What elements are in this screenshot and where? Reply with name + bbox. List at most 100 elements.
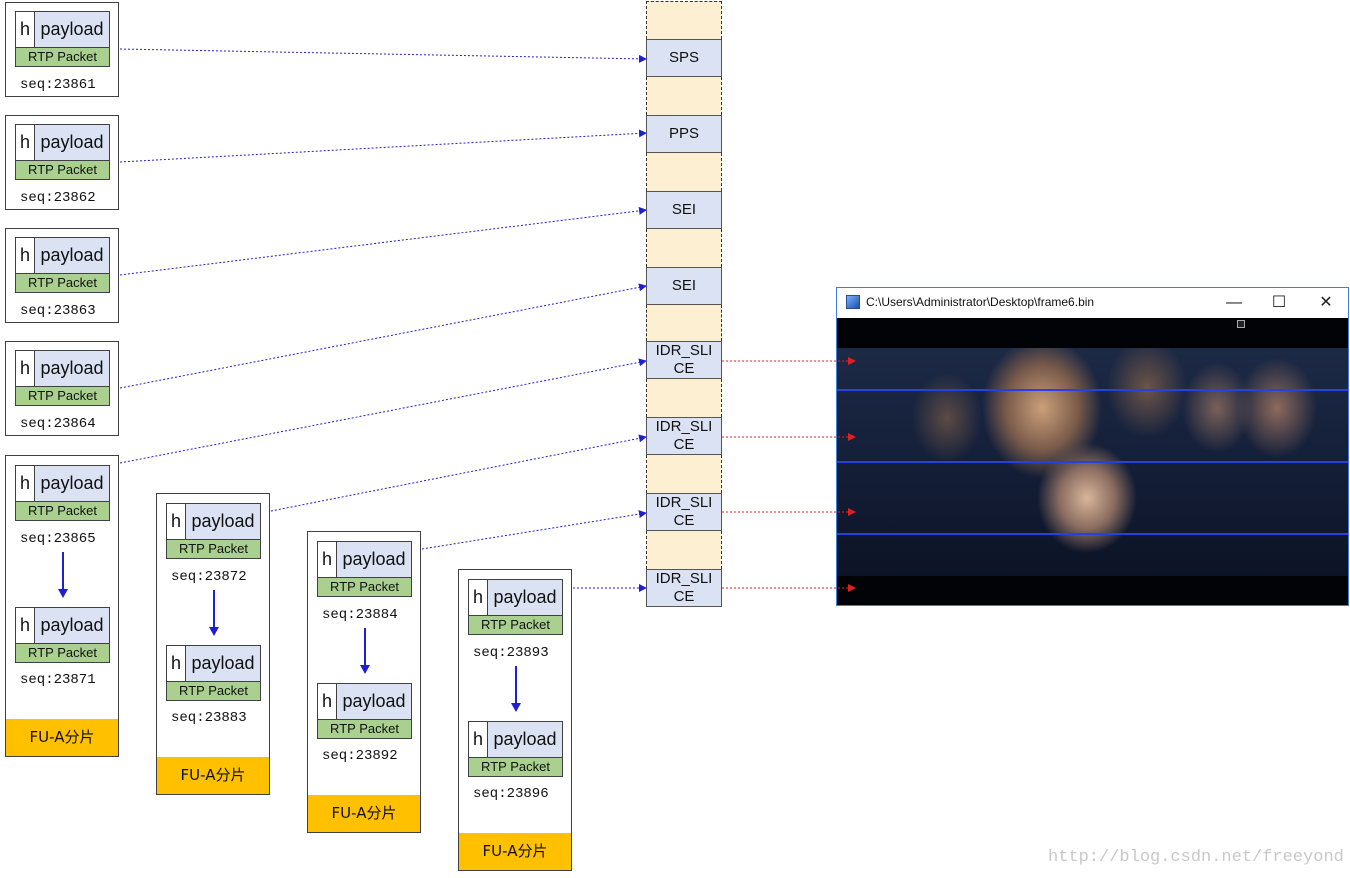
seq-label: seq:23865 xyxy=(20,531,96,547)
rtp-header-cell: h xyxy=(166,503,186,540)
payload-cell: payload xyxy=(35,11,110,48)
sequence-arrow xyxy=(511,666,521,712)
payload-cell: payload xyxy=(488,721,563,758)
fua-fragment-label: FU-A分片 xyxy=(157,757,269,794)
rtp-packet-label: RTP Packet xyxy=(15,274,110,293)
mapping-arrow xyxy=(119,283,647,389)
nal-gap xyxy=(646,77,722,115)
single-packet-box: h payload RTP Packet seq:23861 xyxy=(5,2,119,97)
nal-gap xyxy=(646,531,722,569)
nal-gap xyxy=(646,153,722,191)
payload-cell: payload xyxy=(337,683,412,720)
slice-boundary-line xyxy=(837,533,1348,535)
app-icon xyxy=(846,295,860,309)
rtp-header-cell: h xyxy=(15,237,35,274)
nal-unit-sps: SPS xyxy=(646,39,722,77)
nal-unit-sei: SEI xyxy=(646,267,722,305)
rtp-packet-label: RTP Packet xyxy=(317,578,412,597)
rtp-header-cell: h xyxy=(468,579,488,616)
rtp-packet-label: RTP Packet xyxy=(317,720,412,739)
payload-cell: payload xyxy=(488,579,563,616)
fua-group-box: h payload RTP Packet seq:23884 h payload… xyxy=(307,531,421,833)
watermark: http://blog.csdn.net/freeyond xyxy=(1048,848,1344,867)
seq-label: seq:23861 xyxy=(20,77,96,93)
fua-fragment-label: FU-A分片 xyxy=(6,719,118,756)
mapping-arrow xyxy=(421,510,647,550)
maximize-button[interactable]: ☐ xyxy=(1271,294,1287,311)
rtp-header-cell: h xyxy=(166,645,186,682)
resize-handle-icon xyxy=(1237,320,1245,328)
minimize-button[interactable]: — xyxy=(1226,294,1242,311)
rtp-header-cell: h xyxy=(15,350,35,387)
rtp-packet-label: RTP Packet xyxy=(166,682,261,701)
rtp-packet: h payload RTP Packet xyxy=(15,237,110,293)
rtp-packet: h payload RTP Packet xyxy=(15,607,110,663)
rtp-packet-label: RTP Packet xyxy=(166,540,261,559)
single-packet-box: h payload RTP Packet seq:23862 xyxy=(5,115,119,210)
rtp-packet: h payload RTP Packet xyxy=(468,721,563,777)
rtp-packet-label: RTP Packet xyxy=(15,161,110,180)
payload-cell: payload xyxy=(186,503,261,540)
nal-unit-idr-slice: IDR_SLICE xyxy=(646,417,722,455)
rtp-packet-label: RTP Packet xyxy=(15,387,110,406)
nal-unit-idr-slice: IDR_SLICE xyxy=(646,341,722,379)
sequence-arrow xyxy=(360,628,370,674)
nal-stream-column: SPS PPS SEI SEI IDR_SLICE IDR_SLICE IDR_… xyxy=(646,1,722,607)
rtp-packet-label: RTP Packet xyxy=(15,644,110,663)
payload-cell: payload xyxy=(35,465,110,502)
seq-label: seq:23871 xyxy=(20,672,96,688)
seq-label: seq:23872 xyxy=(171,569,247,585)
close-button[interactable]: ✕ xyxy=(1319,294,1333,311)
rtp-header-cell: h xyxy=(15,124,35,161)
nal-unit-idr-slice: IDR_SLICE xyxy=(646,493,722,531)
nal-unit-idr-slice: IDR_SLICE xyxy=(646,569,722,607)
slice-boundary-line xyxy=(837,389,1348,391)
rtp-packet: h payload RTP Packet xyxy=(15,11,110,67)
nal-gap xyxy=(646,305,722,341)
rtp-packet-label: RTP Packet xyxy=(468,758,563,777)
rtp-packet: h payload RTP Packet xyxy=(15,465,110,521)
mapping-arrow xyxy=(119,48,647,63)
decoded-frame xyxy=(837,318,1348,605)
seq-label: seq:23883 xyxy=(171,710,247,726)
rtp-header-cell: h xyxy=(317,541,337,578)
mapping-arrow xyxy=(270,434,647,512)
rtp-packet: h payload RTP Packet xyxy=(15,350,110,406)
title-bar[interactable]: C:\Users\Administrator\Desktop\frame6.bi… xyxy=(837,288,1348,318)
rtp-header-cell: h xyxy=(15,11,35,48)
rtp-packet-label: RTP Packet xyxy=(15,48,110,67)
rtp-packet: h payload RTP Packet xyxy=(468,579,563,635)
nal-gap xyxy=(646,455,722,493)
payload-cell: payload xyxy=(337,541,412,578)
rtp-packet: h payload RTP Packet xyxy=(166,645,261,701)
fua-fragment-label: FU-A分片 xyxy=(459,833,571,870)
rtp-packet: h payload RTP Packet xyxy=(166,503,261,559)
mapping-arrow xyxy=(119,129,647,163)
fua-group-box: h payload RTP Packet seq:23872 h payload… xyxy=(156,493,270,795)
payload-cell: payload xyxy=(35,607,110,644)
payload-cell: payload xyxy=(35,350,110,387)
frame-viewer-window: C:\Users\Administrator\Desktop\frame6.bi… xyxy=(836,287,1349,606)
seq-label: seq:23863 xyxy=(20,303,96,319)
sequence-arrow xyxy=(58,552,68,598)
mapping-arrow xyxy=(119,206,647,276)
seq-label: seq:23893 xyxy=(473,645,549,661)
nal-gap xyxy=(646,1,722,39)
seq-label: seq:23864 xyxy=(20,416,96,432)
seq-label: seq:23884 xyxy=(322,607,398,623)
window-title: C:\Users\Administrator\Desktop\frame6.bi… xyxy=(866,295,1095,309)
seq-label: seq:23862 xyxy=(20,190,96,206)
sequence-arrow xyxy=(209,590,219,636)
payload-cell: payload xyxy=(35,124,110,161)
fua-group-box: h payload RTP Packet seq:23893 h payload… xyxy=(458,569,572,871)
rtp-packet: h payload RTP Packet xyxy=(317,541,412,597)
rtp-packet: h payload RTP Packet xyxy=(15,124,110,180)
slice-boundary-line xyxy=(837,461,1348,463)
payload-cell: payload xyxy=(186,645,261,682)
payload-cell: payload xyxy=(35,237,110,274)
single-packet-box: h payload RTP Packet seq:23864 xyxy=(5,341,119,436)
seq-label: seq:23896 xyxy=(473,786,549,802)
seq-label: seq:23892 xyxy=(322,748,398,764)
nal-gap xyxy=(646,379,722,417)
